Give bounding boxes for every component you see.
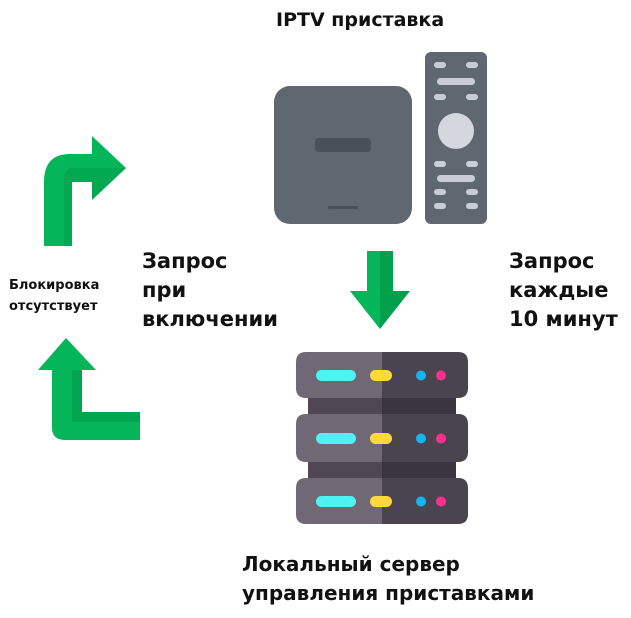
server-label: Локальный сервер управления приставками (242, 552, 535, 605)
turn-right-arrow-icon (44, 136, 126, 246)
server-rack-icon (296, 352, 468, 524)
remote-control-icon (425, 52, 487, 224)
iptv-box-icon (274, 86, 412, 224)
down-arrow-icon (350, 251, 410, 329)
request-periodic-label: Запрос каждые 10 минут (509, 249, 618, 331)
device-title: IPTV приставка (276, 9, 445, 31)
turn-up-arrow-icon (38, 338, 140, 440)
request-on-start-label: Запрос при включении (142, 249, 278, 331)
block-status-label: Блокировка отсутствует (9, 278, 100, 314)
